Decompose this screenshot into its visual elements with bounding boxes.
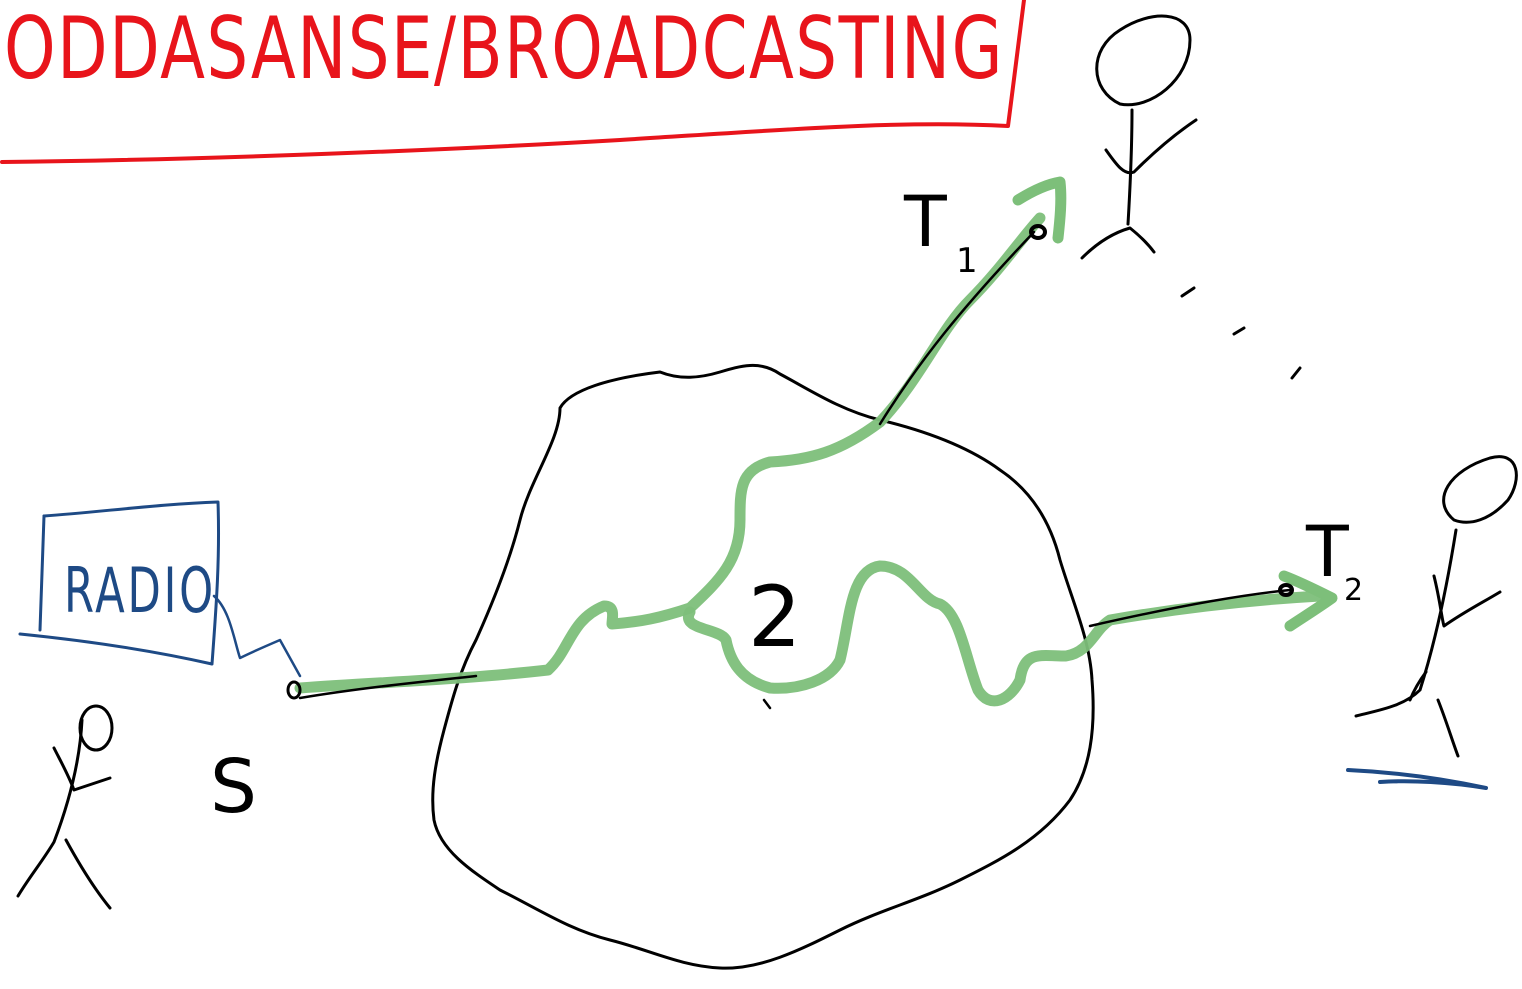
- title-text: ODDASANSE/BROADCASTING: [4, 0, 1004, 99]
- title-underline: [0, 0, 1026, 164]
- t1-body: [1126, 108, 1134, 226]
- source-node: [286, 680, 302, 700]
- network-cloud: [431, 363, 1095, 970]
- radio-device: RADIO: [18, 500, 302, 678]
- green-arrowhead-t1: [1012, 176, 1067, 244]
- more-targets-dots: [1180, 286, 1302, 380]
- t1-link-line: [878, 230, 1036, 426]
- dot-3: [1290, 366, 1302, 380]
- t2-link-line: [1088, 588, 1292, 628]
- green-arrowhead-t2: [1278, 570, 1338, 632]
- target-t1-label: T 1: [903, 181, 978, 281]
- t1-arms: [1104, 118, 1198, 175]
- target-t2-main: T: [1305, 511, 1349, 593]
- network-tick-mark: [762, 698, 772, 710]
- target-t2-node: [1278, 583, 1294, 597]
- target-t1-node: [1029, 224, 1047, 240]
- t2-leg: [1436, 698, 1460, 758]
- user-head: [78, 704, 114, 752]
- receiver-figure-t2: [1354, 455, 1518, 758]
- target-t1-sub: 1: [956, 241, 978, 281]
- radio-box-left-edge: [38, 514, 46, 632]
- dot-1: [1180, 286, 1196, 298]
- ground-scribble: [1346, 768, 1488, 790]
- radio-box: [18, 500, 221, 666]
- network-label: 2: [748, 568, 801, 666]
- user-leg: [64, 838, 112, 910]
- title-group: ODDASANSE/BROADCASTING: [0, 0, 1026, 164]
- green-path-main: [294, 212, 1046, 694]
- target-t1-main: T: [903, 181, 947, 263]
- receiver-figure-t1: [1080, 14, 1198, 260]
- t2-hand: [1408, 670, 1428, 702]
- source-link-line: [298, 674, 478, 700]
- source-label: S: [210, 744, 257, 830]
- t1-legs: [1080, 226, 1156, 260]
- radio-label: RADIO: [64, 554, 216, 627]
- user-figure-source: [16, 704, 114, 910]
- t2-arms: [1432, 574, 1502, 628]
- dot-2: [1232, 326, 1246, 336]
- user-body: [16, 718, 84, 898]
- target-t2-label: T 2: [1305, 511, 1363, 608]
- green-path-branch: [683, 560, 1326, 707]
- t1-head: [1095, 14, 1192, 107]
- target-t2-sub: 2: [1344, 573, 1363, 608]
- t2-body: [1354, 528, 1458, 718]
- t2-head: [1442, 455, 1518, 524]
- broadcast-paths: [294, 176, 1338, 707]
- user-arms: [52, 746, 112, 792]
- radio-antenna-cable: [212, 594, 302, 678]
